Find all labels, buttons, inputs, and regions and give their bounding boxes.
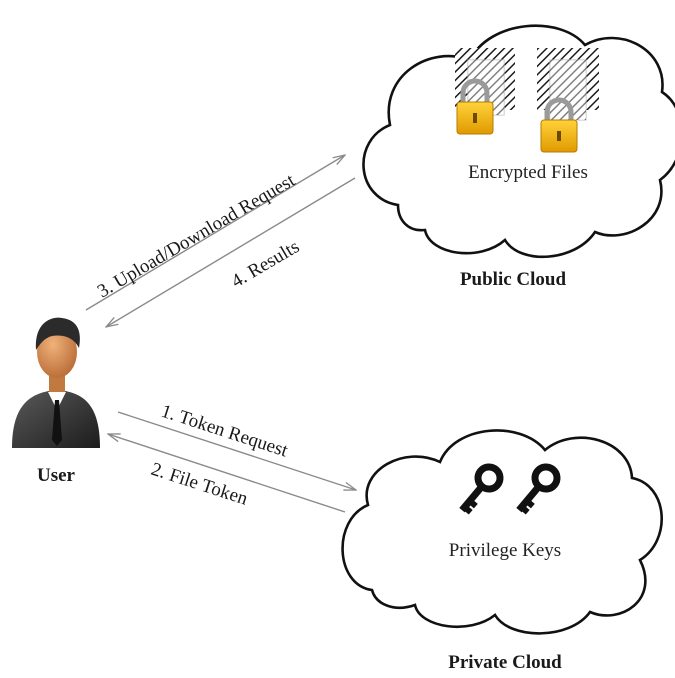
key-icon: [459, 463, 504, 515]
edge-label-upload-download-request: 3. Upload/Download Request: [94, 169, 299, 302]
arrow-file-token: [108, 434, 346, 513]
private-cloud: Privilege Keys: [341, 429, 663, 635]
encrypted-file-1: [455, 48, 515, 135]
key-icon: [516, 463, 561, 515]
private-cloud-content-label: Privilege Keys: [449, 540, 561, 561]
public-cloud-content-label: Encrypted Files: [468, 162, 588, 183]
edge-label-results: 4. Results: [228, 236, 303, 292]
user-icon: [12, 317, 100, 448]
document-icon: [537, 48, 599, 121]
user-label: User: [37, 465, 76, 486]
padlock-icon: [456, 78, 494, 135]
private-cloud-shape: [341, 429, 663, 635]
arrow-upload-download-request: [85, 155, 345, 311]
arrow-token-request: [117, 411, 356, 490]
padlock-icon: [540, 97, 578, 153]
public-cloud-shape: [362, 24, 675, 259]
arrow-results: [106, 177, 356, 327]
encrypted-file-2: [537, 48, 599, 153]
public-cloud-label: Public Cloud: [460, 269, 567, 290]
public-cloud: Encrypted Files: [362, 24, 675, 259]
edge-label-file-token: 2. File Token: [148, 459, 250, 510]
private-cloud-label: Private Cloud: [448, 652, 562, 673]
